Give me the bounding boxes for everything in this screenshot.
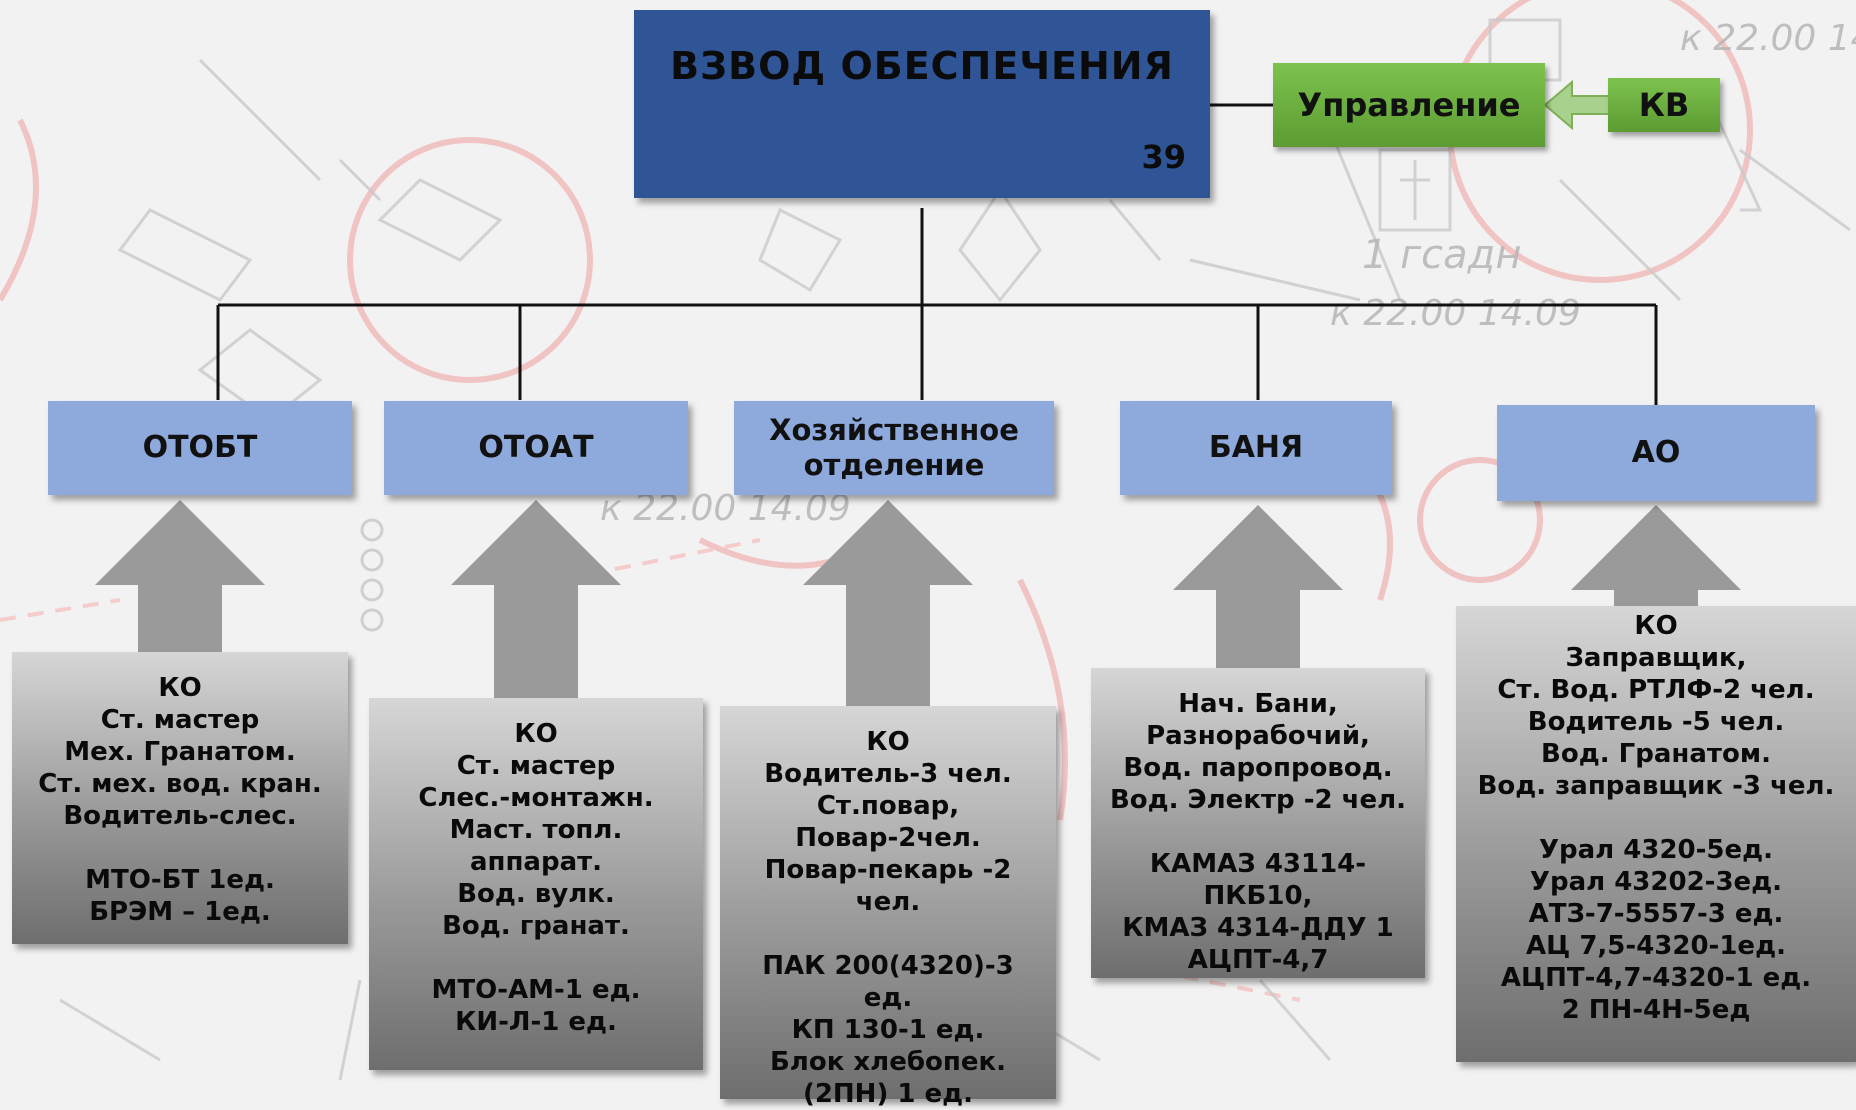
up-arrow-2 xyxy=(451,500,621,705)
staff-card-otobt: КО Ст. мастер Мех. Гранатом. Ст. мех. во… xyxy=(12,652,348,944)
unit-box-household: Хозяйственное отделение xyxy=(734,401,1054,495)
title-box: ВЗВОД ОБЕСПЕЧЕНИЯ 39 xyxy=(634,10,1210,198)
unit-box-otoat: ОТОАТ xyxy=(384,401,688,495)
bg-text-gsadn: 1 гсадн xyxy=(1362,232,1522,278)
unit-box-ao: АО xyxy=(1497,405,1815,501)
up-arrow-1 xyxy=(95,500,265,660)
kv-arrow xyxy=(1543,79,1611,131)
staff-card-ao: КО Заправщик, Ст. Вод. РТЛФ-2 чел. Водит… xyxy=(1456,606,1856,1062)
kv-box: КВ xyxy=(1608,78,1720,132)
unit-box-banya: БАНЯ xyxy=(1120,401,1392,495)
up-arrow-5 xyxy=(1571,505,1741,612)
staff-card-otoat: КО Ст. мастер Слес.-монтажн. Маст. топл.… xyxy=(369,698,703,1070)
bg-text-k2200-3: к 22.00 14.0 xyxy=(1680,18,1856,59)
unit-box-otobt: ОТОБТ xyxy=(48,401,352,495)
management-box: Управление xyxy=(1273,63,1545,147)
diagram-title: ВЗВОД ОБЕСПЕЧЕНИЯ xyxy=(670,44,1174,88)
up-arrow-3 xyxy=(803,500,973,712)
staff-card-banya: Нач. Бани, Разнорабочий, Вод. паропровод… xyxy=(1091,668,1425,978)
bg-text-k2200-1: к 22.00 14.09 xyxy=(1330,293,1581,334)
up-arrow-4 xyxy=(1173,505,1343,672)
title-number: 39 xyxy=(1141,138,1186,176)
staff-card-household: КО Водитель-3 чел. Ст.повар, Повар-2чел.… xyxy=(720,706,1056,1109)
